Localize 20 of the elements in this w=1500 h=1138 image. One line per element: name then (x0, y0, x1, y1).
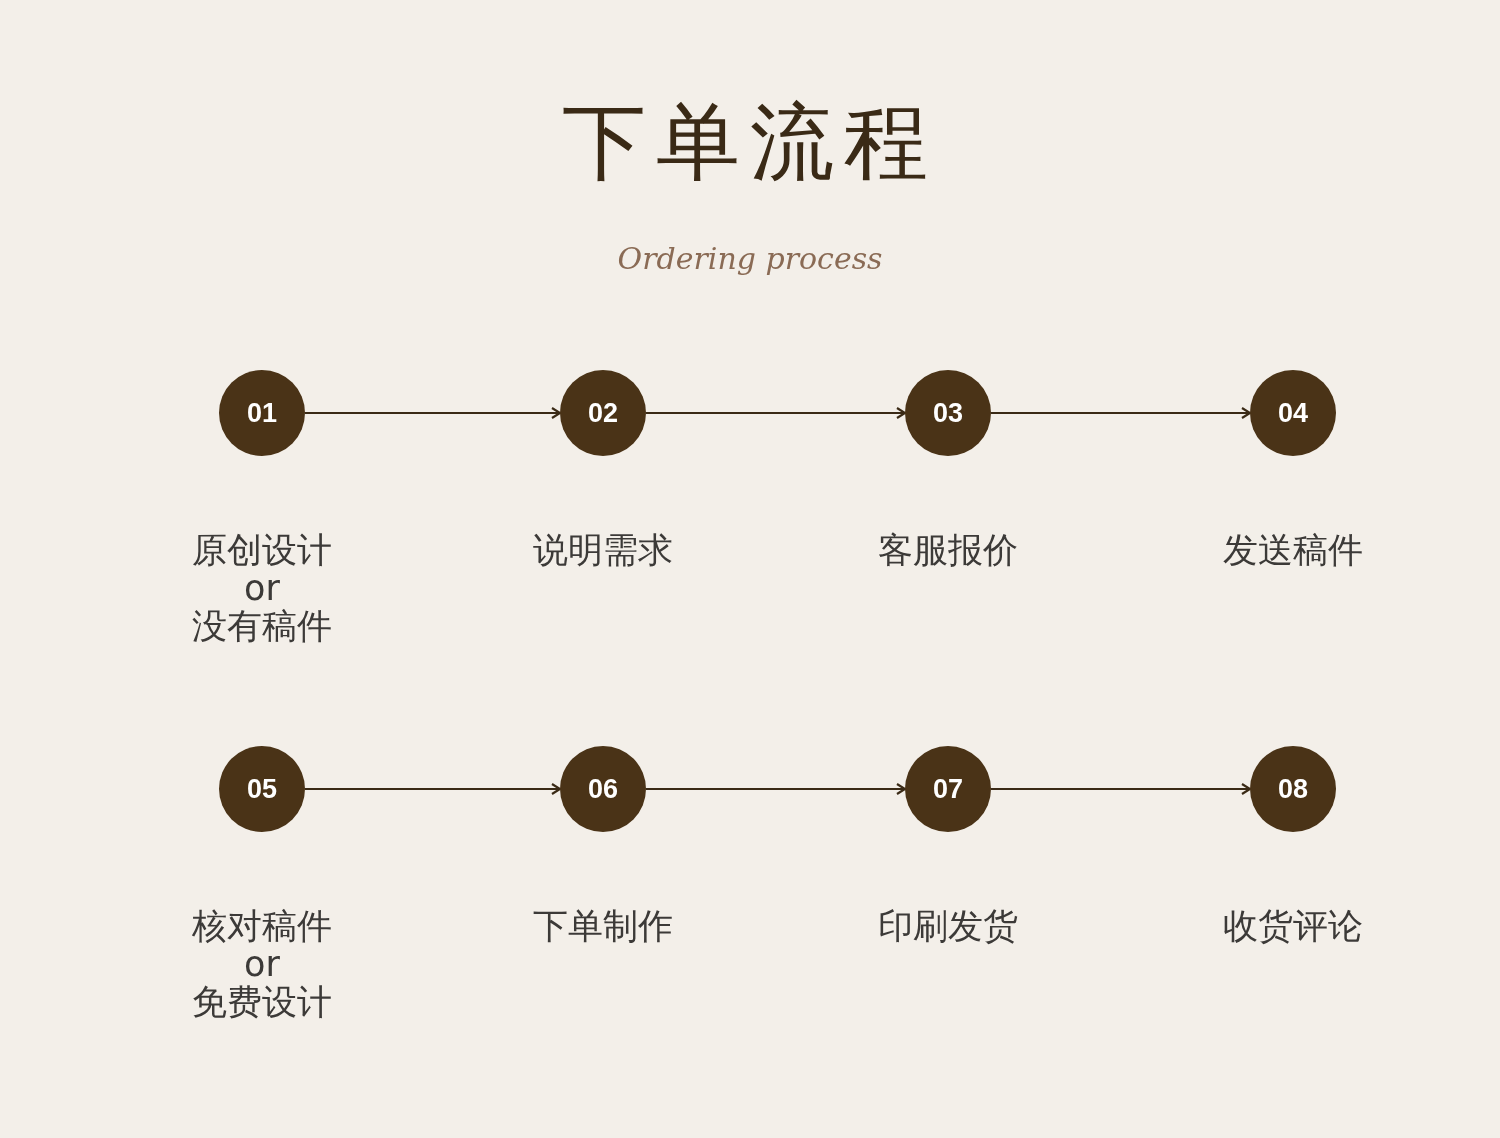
step-label: 发送稿件 (1223, 531, 1363, 569)
step-label: 免费设计 (192, 983, 332, 1021)
arrow (991, 406, 1252, 420)
arrow (305, 782, 562, 796)
arrow (305, 406, 562, 420)
arrow (991, 782, 1252, 796)
step-label: 核对稿件 (192, 907, 332, 945)
step-label: 下单制作 (533, 907, 673, 945)
step-label: 说明需求 (533, 531, 673, 569)
step-label: 原创设计 (192, 531, 332, 569)
arrow (646, 406, 907, 420)
arrow (646, 782, 907, 796)
step-label: 收货评论 (1223, 907, 1363, 945)
step-label: 客服报价 (878, 531, 1018, 569)
subtitle: Ordering process (616, 240, 884, 278)
title: 下单流程 (560, 92, 940, 193)
step-label: 印刷发货 (878, 907, 1018, 945)
step-label: or (244, 945, 280, 983)
step-label: 没有稿件 (192, 607, 332, 645)
step-label: or (244, 569, 280, 607)
